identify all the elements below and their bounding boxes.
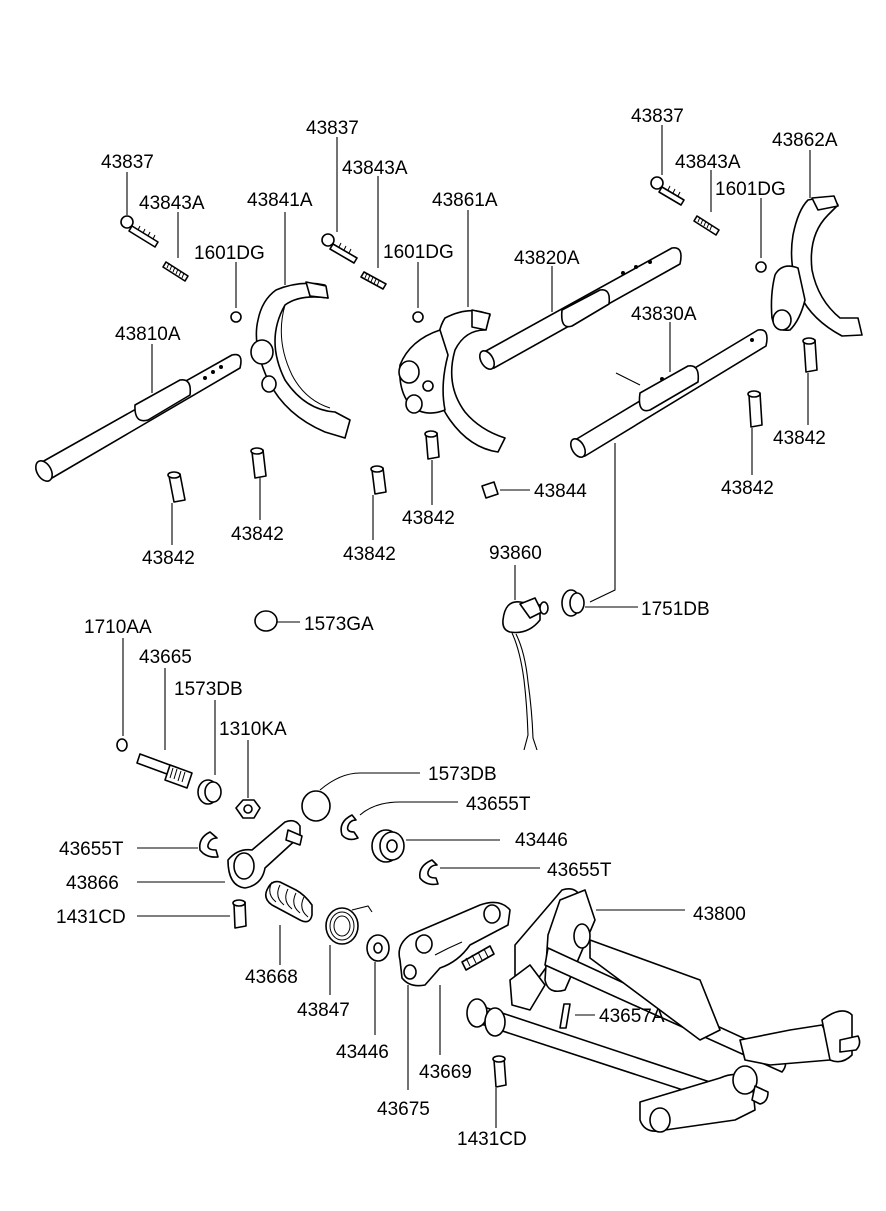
label-43842-b: 43842 [231,524,284,545]
label-1601DG-right: 1601DG [715,179,786,200]
shift-fork-43862A [770,150,863,337]
bolt-43837-right [650,125,685,206]
seal-1573DB-left [197,700,222,805]
shaft-43810A [35,344,242,482]
spring-43669 [439,945,495,1055]
shaft-43820A [478,247,682,370]
lever-43675 [398,901,511,1090]
label-1601DG-left: 1601DG [194,243,265,264]
label-43842-a: 43842 [142,548,195,569]
washer-43446-bottom [366,934,390,1035]
roll-pin-43842-b [250,447,267,520]
spring-43847 [325,905,373,995]
label-43843A-left: 43843A [139,193,205,214]
plunger-43844 [481,481,530,499]
label-43446-top: 43446 [515,830,568,851]
pin-43657A [559,1003,595,1029]
label-43820A: 43820A [514,248,580,269]
shift-rail-assembly-43800 [466,888,861,1133]
spring-43668 [264,880,313,965]
roll-pin-43842-f [747,390,763,475]
label-43657A: 43657A [599,1006,665,1027]
label-43837-right: 43837 [631,106,684,127]
clip-43655T-left [137,831,219,858]
clip-43655T-right [418,859,540,886]
shift-fork-43861A [398,210,506,453]
switch-93860 [502,565,549,751]
spring-43843A-middle [360,176,387,290]
label-43842-d: 43842 [402,508,455,529]
ball-1601DG-right [755,198,767,273]
shift-fork-43841A [250,212,351,439]
roll-pin-43842-d [424,430,440,505]
roll-pin-43842-c [370,465,387,540]
label-43842-c: 43842 [343,544,396,565]
pin-43665 [136,668,193,789]
label-43655T-right: 43655T [547,860,612,881]
washer-1751DB [561,443,638,617]
plug-1573GA [254,610,300,632]
spring-43843A-left [162,212,189,282]
nut-1310KA [235,740,261,819]
bolt-43837-middle [321,137,358,264]
label-43842-e: 43842 [773,428,826,449]
seal-1573DB-right [301,772,420,822]
clip-43655T-top [340,801,458,841]
label-43866: 43866 [66,873,119,894]
washer-43446-top [371,829,500,863]
label-93860: 93860 [489,543,542,564]
label-43844: 43844 [534,481,587,502]
label-43862A: 43862A [772,130,838,151]
label-43841A: 43841A [247,190,313,211]
label-43446-bottom: 43446 [336,1042,389,1063]
lever-43866 [137,819,303,889]
shaft-43830A [569,322,768,458]
label-43675: 43675 [377,1099,430,1120]
label-1573DB-left: 1573DB [174,679,243,700]
label-43830A: 43830A [631,304,697,325]
label-43837-left: 43837 [101,152,154,173]
ring-1710AA [116,638,128,752]
label-43861A: 43861A [432,190,498,211]
label-43655T-top: 43655T [466,794,531,815]
bushing-1431CD-bottom [492,1055,507,1128]
bushing-1431CD-left [137,899,247,929]
label-1601DG-middle: 1601DG [383,242,454,263]
label-43847: 43847 [297,1000,350,1021]
roll-pin-43842-e [802,337,818,425]
label-43800: 43800 [693,904,746,925]
ball-1601DG-left [230,262,242,323]
bolt-43837-left [120,172,159,248]
spring-43843A-right [693,170,720,236]
label-43842-f: 43842 [721,478,774,499]
label-43665: 43665 [139,647,192,668]
label-43655T-left: 43655T [59,839,124,860]
roll-pin-43842-a [167,471,186,545]
label-43843A-middle: 43843A [342,158,408,179]
label-43810A: 43810A [115,324,181,345]
label-1310KA: 1310KA [219,719,287,740]
label-43669: 43669 [419,1062,472,1083]
label-1573GA: 1573GA [304,614,374,635]
label-43837-middle: 43837 [306,118,359,139]
label-1431CD-left: 1431CD [56,907,126,928]
label-1710AA: 1710AA [84,617,152,638]
label-1431CD-bottom: 1431CD [457,1129,527,1150]
label-1573DB-right: 1573DB [428,764,497,785]
label-43843A-right: 43843A [675,152,741,173]
label-43668: 43668 [245,967,298,988]
label-1751DB: 1751DB [641,599,710,620]
ball-1601DG-middle [412,262,424,323]
